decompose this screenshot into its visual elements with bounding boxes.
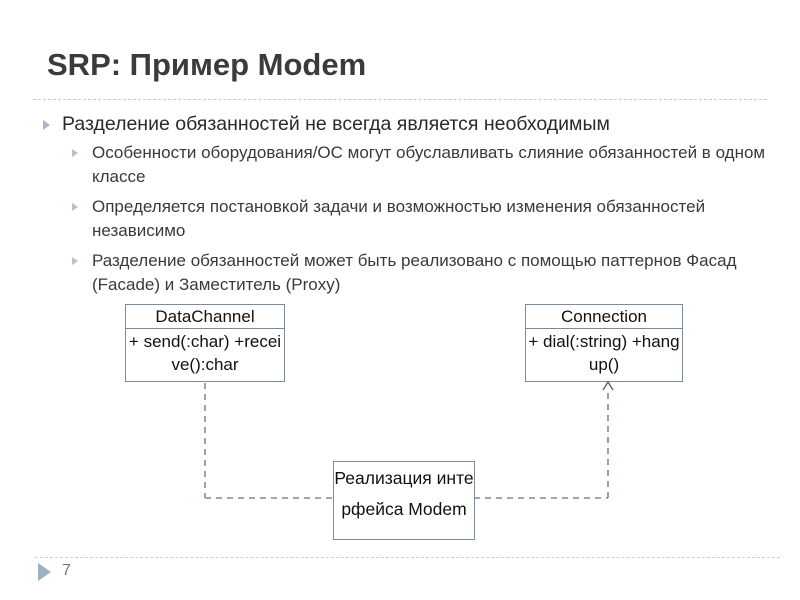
bullet-triangle-icon xyxy=(43,120,50,130)
bullet-triangle-icon xyxy=(72,257,78,265)
uml-class-operations: + send(:char) +receive():char xyxy=(128,332,282,374)
uml-class-datachannel: DataChannel + send(:char) +receive():cha… xyxy=(125,304,285,382)
footer-divider xyxy=(35,557,780,558)
page-title: SRP: Пример Modem xyxy=(47,47,367,82)
bullet-triangle-icon xyxy=(72,149,78,157)
list-item: Определяется постановкой задачи и возмож… xyxy=(62,195,770,243)
list-item-label: Разделение обязанностей не всегда являет… xyxy=(62,113,610,135)
list-item: Разделение обязанностей может быть реали… xyxy=(62,249,770,297)
list-item: Разделение обязанностей не всегда являет… xyxy=(40,112,770,137)
footer-triangle-icon xyxy=(38,563,51,581)
uml-class-operations: + dial(:string) +hangup() xyxy=(528,332,680,374)
title-divider xyxy=(33,99,767,100)
list-item: Особенности оборудования/ОС могут обусла… xyxy=(62,141,770,189)
list-item-label: Определяется постановкой задачи и возмож… xyxy=(92,197,706,240)
bullet-triangle-icon xyxy=(72,203,78,211)
bullet-list: Разделение обязанностей не всегда являет… xyxy=(40,112,770,303)
uml-note-text: Реализация интерфейса Modem xyxy=(334,468,474,519)
uml-class-name: Connection xyxy=(526,305,682,329)
list-item-label: Разделение обязанностей может быть реали… xyxy=(92,251,737,294)
page-number: 7 xyxy=(62,562,71,579)
list-item-label: Особенности оборудования/ОС могут обусла… xyxy=(92,143,766,186)
uml-class-name: DataChannel xyxy=(126,305,284,329)
uml-class-connection: Connection + dial(:string) +hangup() xyxy=(525,304,683,382)
uml-note-modem-interface: Реализация интерфейса Modem xyxy=(333,461,475,540)
